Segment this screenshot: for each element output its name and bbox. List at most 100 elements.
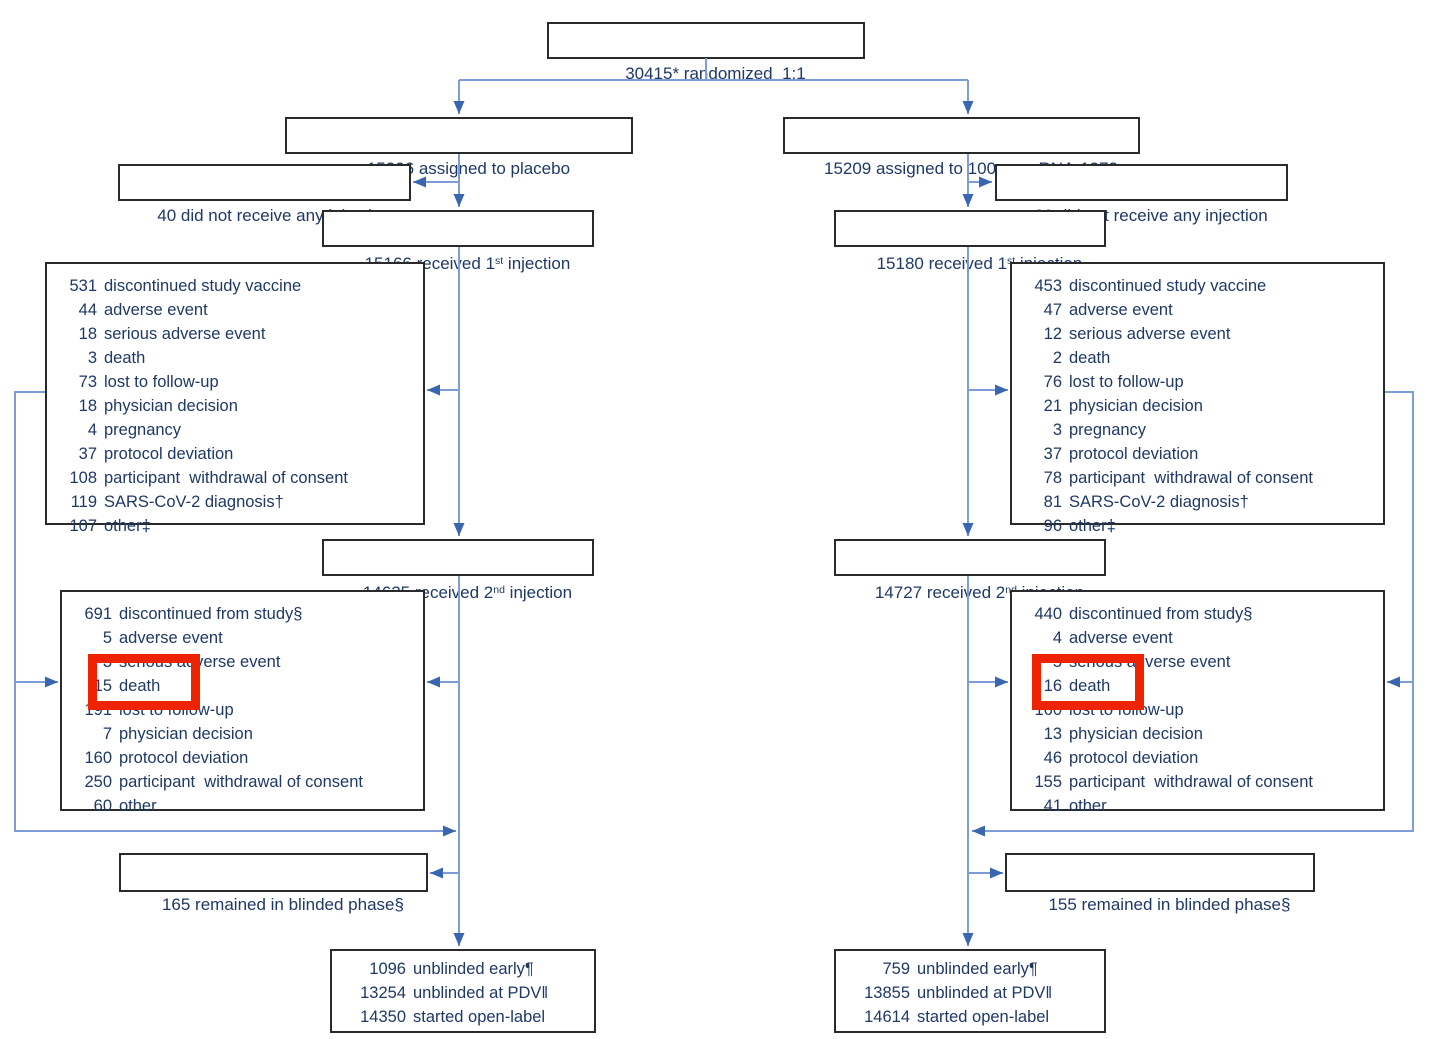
row-count: 759 — [882, 960, 910, 978]
flow-row: 4 pregnancy — [61, 418, 419, 442]
flow-row: 96 other‡ — [1026, 514, 1379, 538]
flow-row: 453 discontinued study vaccine — [1026, 274, 1379, 298]
row-label: pregnancy — [104, 421, 182, 439]
flow-row: 4 adverse event — [1026, 626, 1379, 650]
row-count: 12 — [1043, 325, 1062, 343]
flow-row: 73 lost to follow-up — [61, 370, 419, 394]
row-count: 7 — [102, 725, 112, 743]
row-label: participant withdrawal of consent — [119, 773, 363, 791]
flow-row: 78 participant withdrawal of consent — [1026, 466, 1379, 490]
row-label: unblinded at PDV‖ — [413, 984, 549, 1002]
flow-row: 13855 unblinded at PDV‖ — [862, 981, 1102, 1005]
row-label: unblinded early¶ — [917, 960, 1038, 978]
row-label: lost to follow-up — [104, 373, 219, 391]
highlight-box-vaccine-deaths — [1032, 654, 1144, 710]
box-label: 165 remained in blinded phase§ — [161, 895, 404, 914]
row-count: 37 — [1043, 445, 1062, 463]
row-count: 531 — [69, 277, 97, 295]
row-count: 13855 — [864, 984, 910, 1002]
row-count: 691 — [84, 605, 112, 623]
row-count: 4 — [87, 421, 97, 439]
row-label: death — [104, 349, 146, 367]
flow-row: 1096 unblinded early¶ — [358, 957, 592, 981]
flow-row: 119 SARS-CoV-2 diagnosis† — [61, 490, 419, 514]
box-placebo-second-injection: 14635 received 2nd injection — [322, 539, 594, 602]
row-label: discontinued from study§ — [119, 605, 303, 623]
row-label: protocol deviation — [119, 749, 249, 767]
row-count: 5 — [102, 629, 112, 647]
row-count: 155 — [1034, 773, 1062, 791]
row-count: 60 — [93, 797, 112, 815]
flow-row: 81 SARS-CoV-2 diagnosis† — [1026, 490, 1379, 514]
row-label: adverse event — [1069, 301, 1173, 319]
row-label: participant withdrawal of consent — [1069, 469, 1313, 487]
flow-row: 759 unblinded early¶ — [862, 957, 1102, 981]
flow-row: 7 physician decision — [76, 722, 419, 746]
row-count: 13 — [1043, 725, 1062, 743]
row-count: 2 — [1052, 349, 1062, 367]
box-placebo-final: 1096 unblinded early¶ 13254 unblinded at… — [330, 949, 596, 1033]
flow-row: 14614 started open-label — [862, 1005, 1102, 1029]
row-label: discontinued study vaccine — [104, 277, 302, 295]
row-label: other‡ — [104, 517, 151, 535]
row-label: physician decision — [104, 397, 238, 415]
row-label: lost to follow-up — [1069, 373, 1184, 391]
box-vaccine-assigned: 15209 assigned to 100 ug mRNA-1273 — [783, 117, 1140, 178]
row-label: protocol deviation — [104, 445, 234, 463]
row-count: 41 — [1043, 797, 1062, 815]
row-count: 3 — [1052, 421, 1062, 439]
row-count: 453 — [1034, 277, 1062, 295]
flow-row: 13 physician decision — [1026, 722, 1379, 746]
box-vaccine-remained-blinded: 155 remained in blinded phase§ — [1005, 853, 1315, 914]
ordinal-superscript: st — [495, 255, 504, 267]
row-label: serious adverse event — [104, 325, 266, 343]
row-label: other — [1069, 797, 1107, 815]
row-label: protocol deviation — [1069, 749, 1199, 767]
row-label: pregnancy — [1069, 421, 1147, 439]
flow-row: 18 serious adverse event — [61, 322, 419, 346]
flow-row: 18 physician decision — [61, 394, 419, 418]
flow-row: 41 other — [1026, 794, 1379, 818]
ordinal-superscript: st — [1007, 255, 1016, 267]
flow-row: 160 protocol deviation — [76, 746, 419, 770]
row-count: 13254 — [360, 984, 406, 1002]
flow-row: 47 adverse event — [1026, 298, 1379, 322]
box-placebo-assigned: 15206 assigned to placebo — [285, 117, 633, 178]
row-count: 18 — [78, 397, 97, 415]
row-label: other‡ — [1069, 517, 1116, 535]
highlight-box-placebo-deaths — [88, 654, 200, 710]
row-count: 108 — [69, 469, 97, 487]
row-count: 160 — [84, 749, 112, 767]
box-vaccine-final: 759 unblinded early¶ 13855 unblinded at … — [834, 949, 1106, 1033]
flow-row: 107 other‡ — [61, 514, 419, 538]
flow-row: 13254 unblinded at PDV‖ — [358, 981, 592, 1005]
box-label: 14727 received 2 — [874, 583, 1006, 602]
row-label: SARS-CoV-2 diagnosis† — [1069, 493, 1249, 511]
flow-row: 108 participant withdrawal of consent — [61, 466, 419, 490]
row-count: 3 — [87, 349, 97, 367]
row-count: 21 — [1043, 397, 1062, 415]
row-count: 14350 — [360, 1008, 406, 1026]
row-label: started open-label — [413, 1008, 546, 1026]
row-label: physician decision — [1069, 725, 1203, 743]
flow-row: 531 discontinued study vaccine — [61, 274, 419, 298]
flow-row: 37 protocol deviation — [61, 442, 419, 466]
flow-row: 14350 started open-label — [358, 1005, 592, 1029]
row-count: 250 — [84, 773, 112, 791]
ordinal-superscript: nd — [493, 584, 505, 596]
row-count: 14614 — [864, 1008, 910, 1026]
box-vaccine-first-injection: 15180 received 1st injection — [834, 210, 1106, 273]
row-count: 47 — [1043, 301, 1062, 319]
flow-row: 691 discontinued from study§ — [76, 602, 419, 626]
flow-row: 37 protocol deviation — [1026, 442, 1379, 466]
row-count: 107 — [69, 517, 97, 535]
box-label: injection — [504, 583, 573, 602]
flow-row: 76 lost to follow-up — [1026, 370, 1379, 394]
box-vaccine-not-injected: 29 did not receive any injection — [995, 164, 1288, 225]
box-placebo-not-injected: 40 did not receive any injection — [118, 164, 411, 225]
row-label: discontinued from study§ — [1069, 605, 1253, 623]
flow-row: 60 other — [76, 794, 419, 818]
row-label: physician decision — [1069, 397, 1203, 415]
box-vaccine-second-injection: 14727 received 2nd injection — [834, 539, 1106, 602]
row-label: unblinded at PDV‖ — [917, 984, 1053, 1002]
